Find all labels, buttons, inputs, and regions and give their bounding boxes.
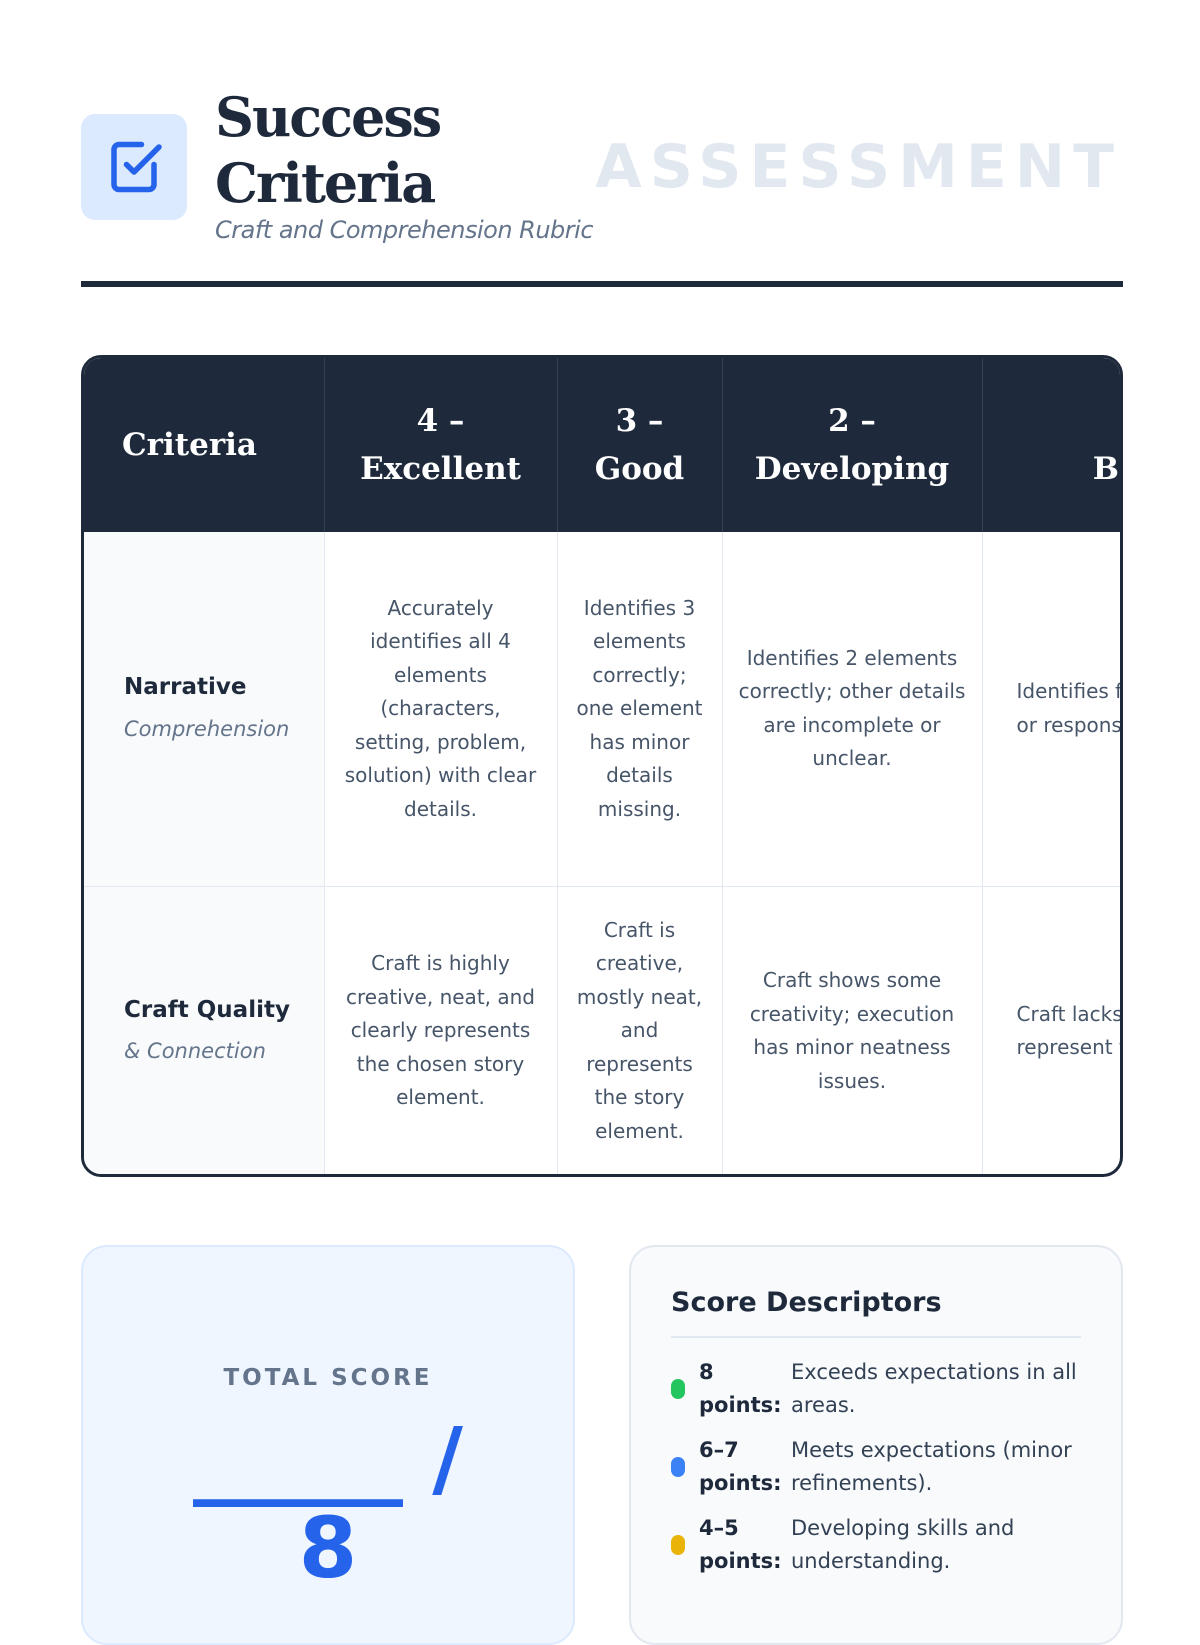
descriptor-text: Exceeds expectations in all areas. bbox=[791, 1360, 1077, 1417]
column-header: 4 – Excellent bbox=[324, 358, 558, 532]
rubric-cell: Craft lacks effort or does not represent… bbox=[982, 886, 1120, 1174]
rubric-cell: Accurately identifies all 4 elements (ch… bbox=[324, 532, 558, 887]
rubric-cell: Identifies fewer than 2 elements or resp… bbox=[982, 532, 1120, 887]
watermark: ASSESSMENT bbox=[595, 132, 1122, 202]
checkbox-icon bbox=[81, 114, 187, 220]
descriptor-points: 4–5 points: bbox=[699, 1516, 782, 1573]
criteria-subtitle: & Connection bbox=[124, 1039, 266, 1063]
descriptor-item: 4–5 points:Developing skills and underst… bbox=[671, 1512, 1081, 1578]
descriptor-text: Developing skills and understanding. bbox=[791, 1516, 1015, 1573]
score-value: _____ / 8 bbox=[193, 1409, 463, 1597]
descriptor-text: Meets expectations (minor refinements). bbox=[791, 1438, 1072, 1495]
total-score-card: TOTAL SCORE _____ / 8 bbox=[81, 1245, 575, 1645]
status-dot-icon bbox=[671, 1379, 685, 1399]
criteria-name: Narrative bbox=[124, 674, 247, 701]
table-row: Craft Quality & Connection Craft is highly… bbox=[84, 886, 1120, 1174]
page-subtitle: Craft and Comprehension Rubric bbox=[215, 216, 594, 244]
rubric-cell: Craft is highly creative, neat, and clea… bbox=[324, 886, 558, 1174]
column-header: 2 – Developing bbox=[722, 358, 983, 532]
status-dot-icon bbox=[671, 1535, 685, 1555]
score-descriptors-card: Score Descriptors 8 points:Exceeds expec… bbox=[629, 1245, 1123, 1645]
criteria-cell: Craft Quality & Connection bbox=[84, 886, 325, 1174]
descriptor-item: 6–7 points:Meets expectations (minor ref… bbox=[671, 1434, 1081, 1500]
status-dot-icon bbox=[671, 1457, 685, 1477]
descriptors-title: Score Descriptors bbox=[671, 1287, 1081, 1338]
column-header: 3 – Good bbox=[557, 358, 723, 532]
criteria-subtitle: Comprehension bbox=[124, 716, 290, 741]
column-header: Criteria bbox=[84, 358, 325, 532]
criteria-name: Craft Quality bbox=[124, 996, 290, 1023]
descriptor-points: 8 points: bbox=[699, 1360, 782, 1417]
rubric-cell: Identifies 2 elements correctly; other d… bbox=[722, 532, 983, 887]
column-header: 1 – Beginning bbox=[982, 358, 1120, 532]
divider bbox=[81, 281, 1123, 287]
score-label: TOTAL SCORE bbox=[223, 1365, 433, 1391]
rubric-cell: Craft shows some creativity; execution h… bbox=[722, 886, 983, 1174]
rubric-cell: Identifies 3 elements correctly; one ele… bbox=[557, 532, 723, 887]
descriptor-item: 8 points:Exceeds expectations in all are… bbox=[671, 1356, 1081, 1422]
descriptor-points: 6–7 points: bbox=[699, 1438, 782, 1495]
rubric-cell: Craft is creative, mostly neat, and repr… bbox=[557, 886, 723, 1174]
